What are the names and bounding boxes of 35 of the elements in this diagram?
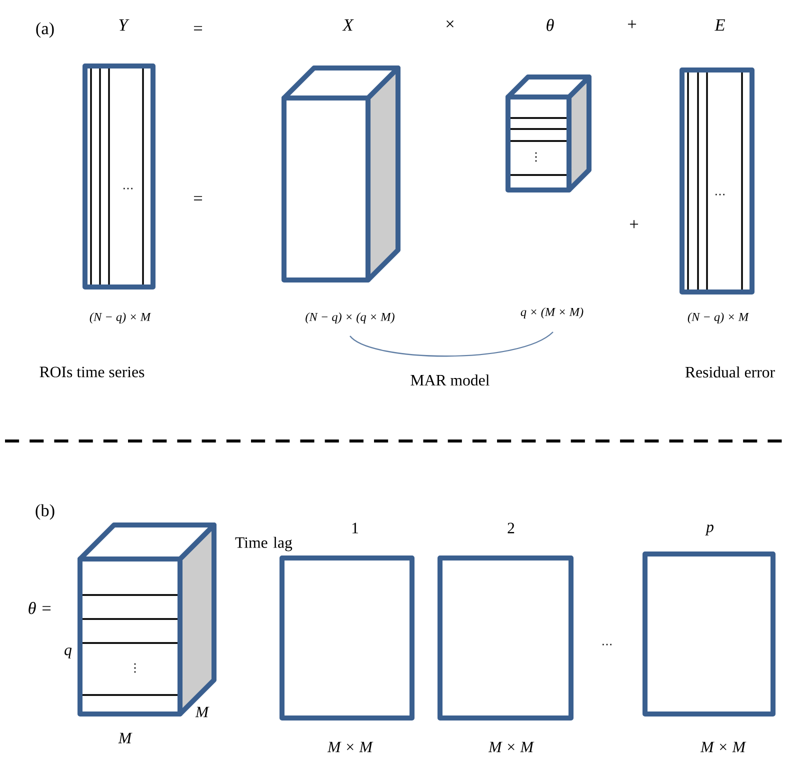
panel-label: (b) bbox=[36, 504, 54, 520]
square-matrix bbox=[280, 556, 415, 721]
math-symbol: E bbox=[714, 19, 725, 31]
caption-text: Residual error bbox=[685, 366, 775, 378]
plus-sign: + bbox=[630, 220, 638, 228]
ellipsis: ⋮ bbox=[535, 152, 537, 162]
lag-number: 2 bbox=[508, 522, 514, 534]
math-symbol: X bbox=[342, 19, 354, 31]
ellipsis: ⋯ bbox=[602, 644, 612, 646]
dimension-label: M × M bbox=[327, 742, 374, 752]
plus-sign: + bbox=[628, 20, 636, 28]
cuboid-drawing bbox=[78, 522, 216, 717]
math-symbol: θ bbox=[546, 18, 554, 32]
dimension-label: M bbox=[118, 732, 132, 744]
ellipsis: ⋯ bbox=[716, 194, 724, 196]
cuboid-drawing bbox=[282, 66, 400, 282]
dimension-label: M bbox=[195, 706, 210, 718]
lag-number: p bbox=[705, 524, 714, 536]
lag-number: 1 bbox=[352, 522, 358, 534]
caption-text: MAR model bbox=[410, 374, 490, 386]
math-symbol: θ = bbox=[28, 602, 51, 614]
times-sign: × bbox=[446, 20, 454, 28]
cuboid-drawing bbox=[506, 74, 592, 192]
panel-label: (a) bbox=[36, 22, 54, 38]
equals-sign: = bbox=[194, 196, 202, 200]
ellipsis: ⋯ bbox=[124, 188, 132, 190]
math-symbol: Y bbox=[119, 19, 130, 31]
caption-text: ROIs time series bbox=[40, 366, 144, 378]
ellipsis: ⋮ bbox=[134, 663, 136, 673]
equals-sign: = bbox=[194, 26, 202, 30]
matrix-box bbox=[680, 68, 755, 294]
square-matrix bbox=[642, 552, 776, 717]
square-matrix bbox=[438, 556, 574, 721]
dimension-label: q × (M × M) bbox=[520, 307, 584, 319]
matrix-box bbox=[82, 64, 156, 290]
